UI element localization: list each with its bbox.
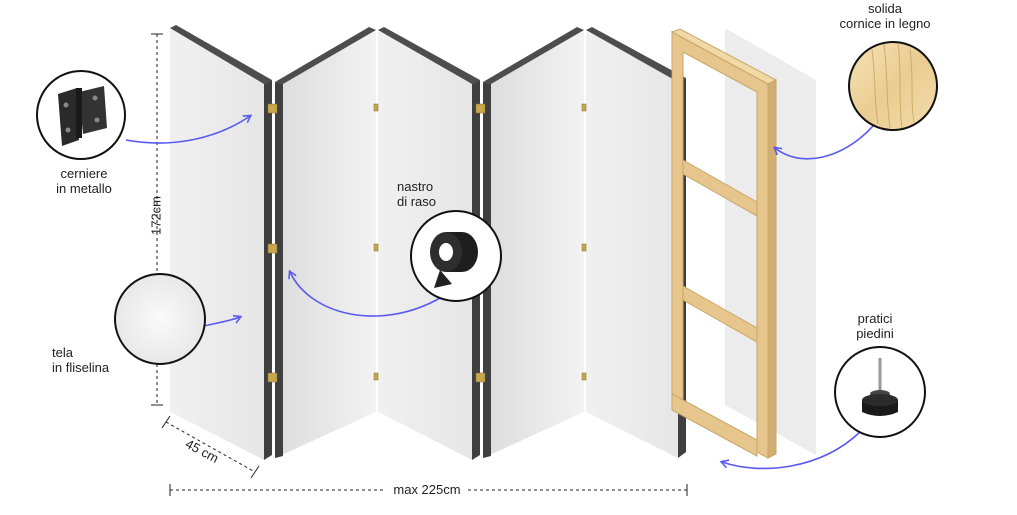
- ribbon-label-line1: nastro: [397, 179, 434, 194]
- frame-label-line1: solida: [868, 1, 902, 16]
- frame-callout: [848, 41, 938, 131]
- metal-hinge-icon: [58, 86, 107, 146]
- panel-5: [586, 27, 686, 458]
- frame-label: solida cornice in legno: [820, 1, 950, 31]
- feet-label-line2: piedini: [856, 326, 894, 341]
- fabric-label: tela in fliselina: [52, 345, 132, 375]
- hinges-label-line2: in metallo: [56, 181, 112, 196]
- fabric-callout: [114, 273, 206, 365]
- hinges-label-line1: cerniere: [60, 166, 108, 181]
- ribbon-arrow: [288, 269, 441, 317]
- feet-label-line1: pratici: [857, 311, 893, 326]
- hinge-callout: [36, 70, 126, 160]
- ribbon-callout: [410, 210, 502, 302]
- fabric-arrow: [203, 314, 243, 327]
- frame-label-line2: cornice in legno: [839, 16, 931, 31]
- panel-1-edge: [264, 80, 272, 460]
- panel-4: [483, 27, 584, 458]
- ribbon-label: nastro di raso: [397, 179, 457, 209]
- rubber-foot-icon: [862, 358, 898, 416]
- wood-texture-icon: [871, 43, 915, 129]
- height-dimension-line: [151, 33, 163, 406]
- width-dimension-line: [169, 484, 688, 496]
- hinge-arrow: [125, 114, 253, 144]
- wooden-frame: [670, 28, 778, 459]
- width-dimension-label: max 225cm: [387, 482, 467, 497]
- frame-arrow: [772, 125, 874, 160]
- fabric-label-line1: tela: [52, 345, 73, 360]
- height-dimension-label: 172cm: [148, 195, 164, 236]
- feet-label: pratici piedini: [840, 311, 910, 341]
- ribbon-label-line2: di raso: [397, 194, 437, 209]
- hinges-label: cerniere in metallo: [45, 166, 123, 196]
- fabric-label-line2: in fliselina: [52, 360, 110, 375]
- panel-1: [170, 25, 272, 460]
- panel-2: [275, 27, 376, 458]
- depth-dimension-line: [161, 415, 260, 479]
- satin-ribbon-roll-icon: [430, 232, 478, 288]
- feet-arrow: [719, 431, 861, 470]
- feet-callout: [834, 346, 926, 438]
